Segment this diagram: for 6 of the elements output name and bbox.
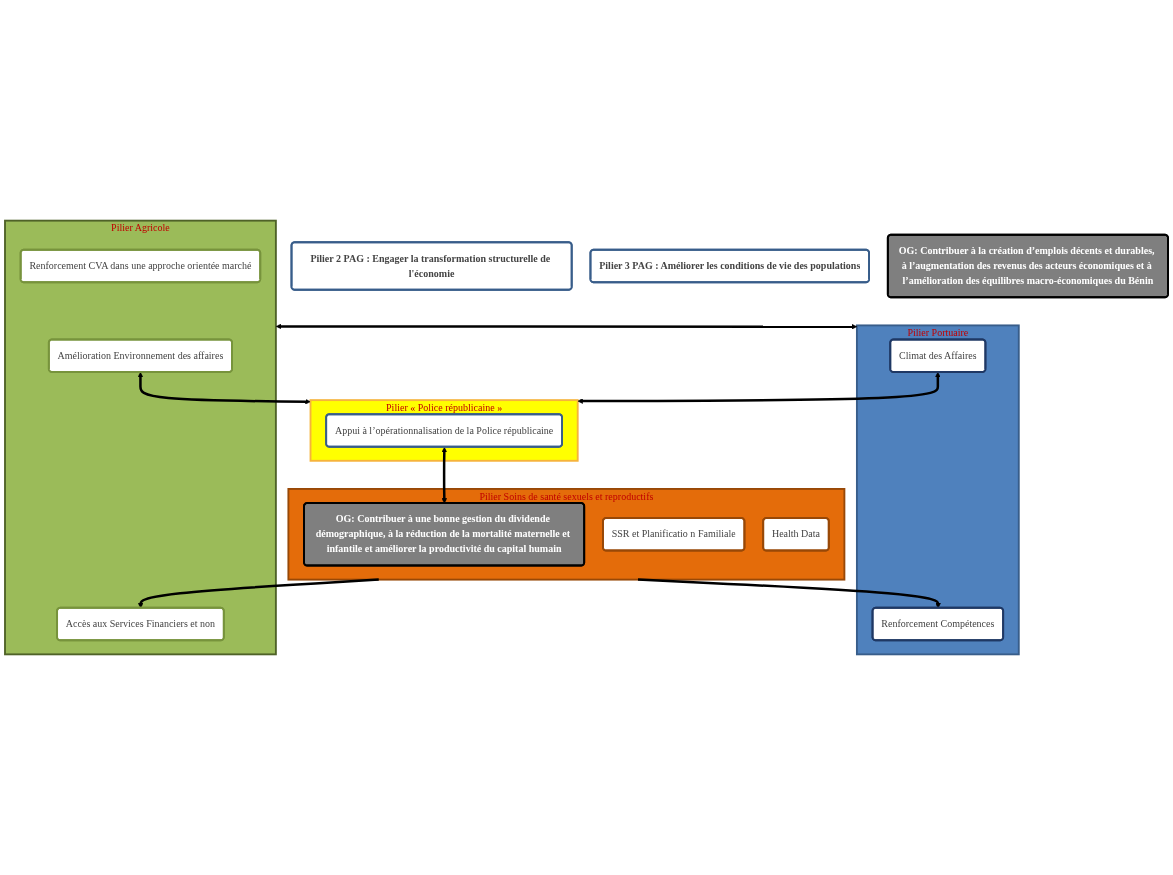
arrow [137, 578, 379, 609]
arrow [275, 323, 858, 330]
arrow [137, 372, 311, 405]
arrow [637, 578, 941, 609]
arrow [577, 372, 941, 404]
arrow [441, 447, 448, 504]
